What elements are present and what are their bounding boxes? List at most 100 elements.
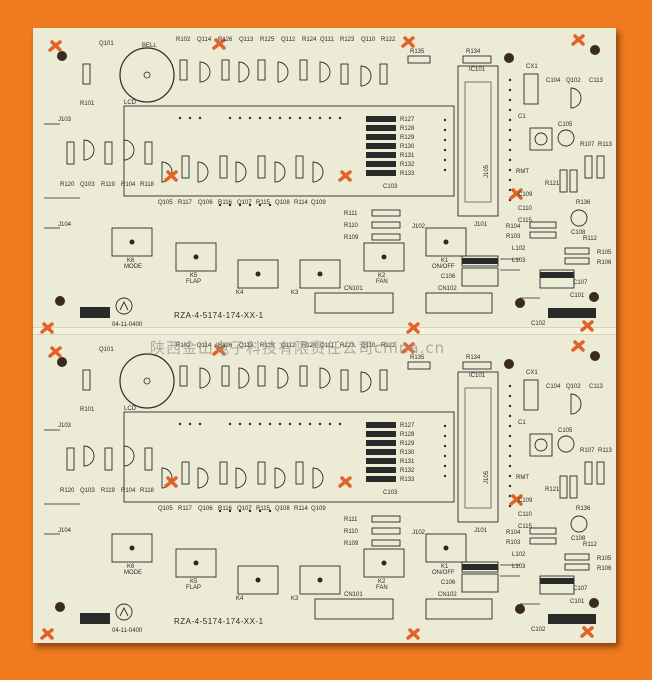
label-j101: J101 (474, 222, 488, 228)
label-c101: C101 (570, 599, 585, 605)
label-k6-mode: MODE (124, 264, 142, 270)
label-r113: R113 (598, 448, 613, 454)
label-c104: C104 (546, 384, 561, 390)
label-r104: R104 (121, 488, 136, 494)
label-r126: R126 (218, 37, 233, 43)
label-q113: Q113 (239, 37, 254, 43)
label-r101: R101 (80, 407, 95, 413)
label-k4: K4 (236, 290, 244, 296)
label-cx1: CX1 (526, 370, 538, 376)
label-r120: R120 (60, 488, 75, 494)
label-q105: Q105 (158, 200, 173, 206)
label-q103: Q103 (80, 488, 95, 494)
label-c115: C115 (518, 218, 533, 224)
label-r112: R112 (583, 236, 598, 242)
date-code: 04-11-0400 (112, 322, 143, 328)
label-c113: C113 (589, 384, 604, 390)
label-r115: R115 (256, 506, 271, 512)
label-cx1: CX1 (526, 64, 538, 70)
label-j103: J103 (58, 423, 72, 429)
label-j104: J104 (58, 222, 72, 228)
lower-labels: Q101 R102 Q114 R126 Q113 R125 Q112 R124 … (58, 343, 613, 634)
label-r121: R121 (545, 487, 560, 493)
label-c102: C102 (531, 321, 546, 327)
label-j102: J102 (412, 530, 426, 536)
label-r123: R123 (340, 37, 355, 43)
label-k5-flap: FLAP (186, 585, 201, 591)
label-c107: C107 (573, 586, 588, 592)
label-r116: R116 (218, 200, 233, 206)
upper-labels: Q101 BELL R102 Q114 R126 Q113 R125 Q112 … (58, 37, 613, 328)
label-q102: Q102 (566, 384, 581, 390)
label-r121: R121 (545, 181, 560, 187)
label-r135: R135 (410, 49, 425, 55)
label-q101: Q101 (99, 41, 114, 47)
label-k1-onoff: ON/OFF (432, 264, 455, 270)
label-k6: K6 (127, 258, 135, 264)
label-j103: J103 (58, 117, 72, 123)
label-r102: R102 (176, 37, 191, 43)
label-rmt: RMT (516, 169, 529, 175)
label-c108: C108 (571, 230, 586, 236)
label-r120: R120 (60, 182, 75, 188)
label-r110: R110 (344, 529, 359, 535)
label-r133: R133 (400, 171, 415, 177)
panel-divider (33, 327, 616, 335)
label-q107: Q107 (237, 200, 252, 206)
label-q109: Q109 (311, 200, 326, 206)
label-r117: R117 (178, 200, 193, 206)
label-k2-fan: FAN (376, 279, 388, 285)
watermark-text: 陕西金山电子科技有限责任公司china.cn (150, 339, 446, 357)
label-l102: L102 (512, 246, 526, 252)
label-c108: C108 (571, 536, 586, 542)
label-k5: K5 (190, 273, 198, 279)
label-r115: R115 (256, 200, 271, 206)
label-r132: R132 (400, 468, 415, 474)
label-q106: Q106 (198, 506, 213, 512)
label-q112: Q112 (281, 343, 296, 349)
label-c1: C1 (518, 114, 526, 120)
label-ic101: IC101 (469, 373, 486, 379)
label-r106: R106 (597, 260, 612, 266)
label-r133: R133 (400, 477, 415, 483)
label-cn101: CN101 (344, 592, 363, 598)
label-r124: R124 (302, 37, 317, 43)
label-r128: R128 (400, 126, 415, 132)
label-r134: R134 (466, 355, 481, 361)
label-q106: Q106 (198, 200, 213, 206)
label-q103: Q103 (80, 182, 95, 188)
label-k2: K2 (378, 273, 386, 279)
label-q107: Q107 (237, 506, 252, 512)
label-k5: K5 (190, 579, 198, 585)
label-c109: C109 (518, 498, 533, 504)
label-c110: C110 (518, 206, 533, 212)
label-r125: R125 (260, 343, 275, 349)
label-c103: C103 (383, 184, 398, 190)
label-r110: R110 (344, 223, 359, 229)
label-l102: L102 (512, 552, 526, 558)
label-r114: R114 (294, 506, 309, 512)
label-r101: R101 (80, 101, 95, 107)
label-r104: R104 (121, 182, 136, 188)
label-r111: R111 (344, 211, 358, 217)
label-c1: C1 (518, 420, 526, 426)
label-c110: C110 (518, 512, 533, 518)
label-q109: Q109 (311, 506, 326, 512)
label-q110: Q110 (361, 37, 376, 43)
label-j104: J104 (58, 528, 72, 534)
label-c113: C113 (589, 78, 604, 84)
label-r136: R136 (576, 506, 591, 512)
label-c101: C101 (570, 293, 585, 299)
label-r119: R119 (101, 488, 116, 494)
label-r126: R126 (218, 343, 233, 349)
label-r127: R127 (400, 423, 415, 429)
label-c104: C104 (546, 78, 561, 84)
board-id-text: RZA-4-5174-174-XX-1 (174, 311, 264, 320)
label-r127: R127 (400, 117, 415, 123)
label-k6: K6 (127, 564, 135, 570)
label-q108: Q108 (275, 200, 290, 206)
label-r130: R130 (400, 144, 415, 150)
label-r135: R135 (410, 355, 425, 361)
label-ic101: IC101 (469, 67, 486, 73)
